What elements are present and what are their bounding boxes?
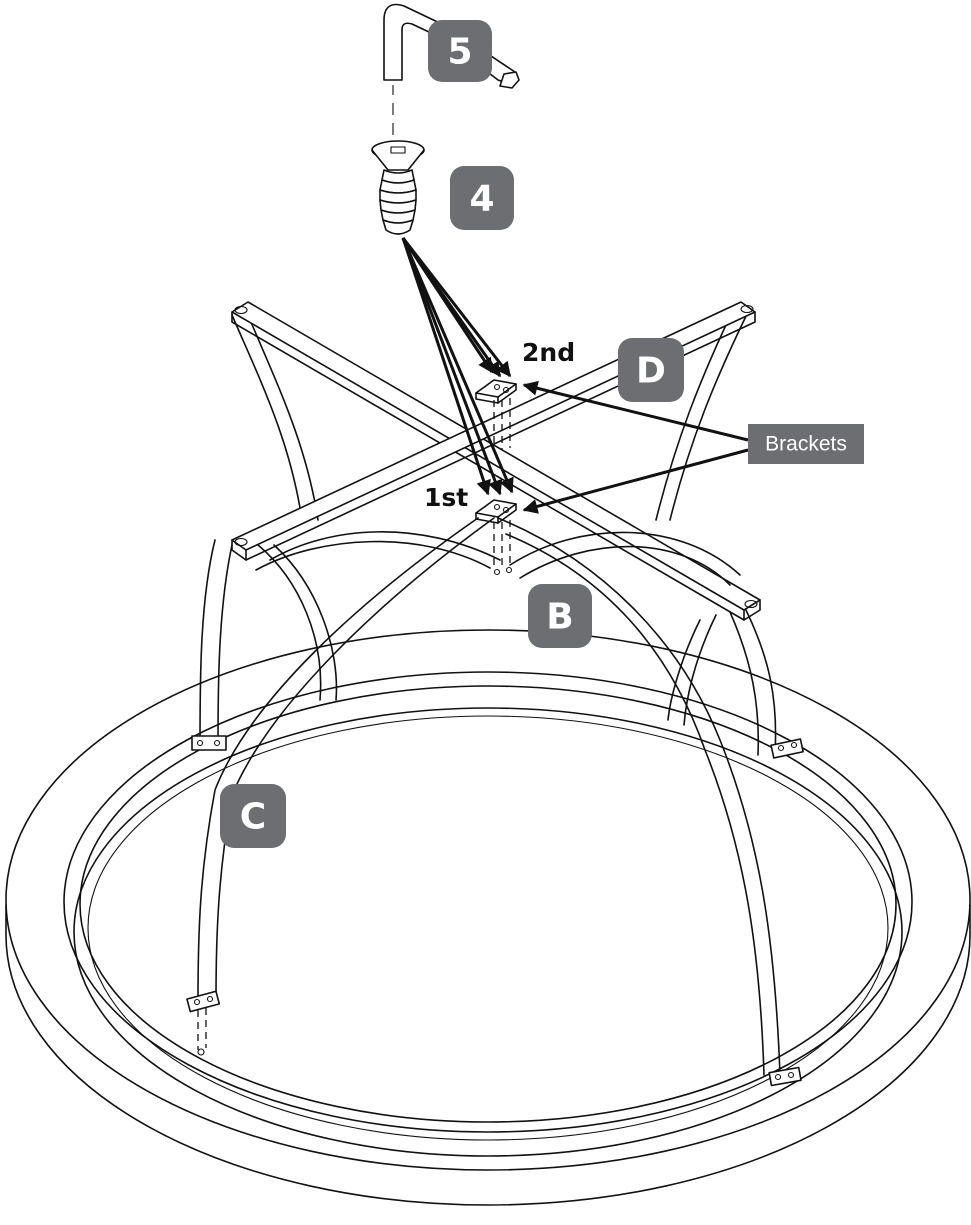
part-d-label: D bbox=[636, 351, 666, 392]
bracket-upper bbox=[475, 379, 517, 450]
brackets-callout: Brackets bbox=[748, 424, 864, 464]
callout-box bbox=[748, 424, 864, 464]
part-d-badge: D bbox=[618, 338, 684, 402]
part-c-label: C bbox=[240, 797, 266, 838]
first-label: 1st bbox=[424, 483, 468, 512]
step-5-badge: 5 bbox=[428, 20, 492, 82]
arched-leg-right bbox=[655, 311, 804, 759]
screw-arrows bbox=[401, 237, 514, 496]
arched-leg-b bbox=[497, 517, 802, 1087]
part-b-badge: B bbox=[528, 584, 592, 648]
inner-braces bbox=[255, 531, 741, 586]
step-4-label: 4 bbox=[469, 179, 494, 220]
brackets-callout-arrows bbox=[522, 380, 749, 514]
part-c-badge: C bbox=[220, 784, 286, 848]
second-label: 2nd bbox=[522, 338, 575, 367]
screw-icon bbox=[371, 140, 425, 235]
arched-leg-left bbox=[191, 314, 338, 751]
brackets-label: Brackets bbox=[765, 433, 847, 456]
bracket-lower bbox=[475, 499, 517, 576]
arched-leg-c bbox=[186, 517, 495, 1056]
part-b-label: B bbox=[546, 597, 573, 638]
base-ring bbox=[5, 629, 971, 1206]
step-4-badge: 4 bbox=[450, 166, 514, 230]
step-5-label: 5 bbox=[447, 32, 472, 73]
